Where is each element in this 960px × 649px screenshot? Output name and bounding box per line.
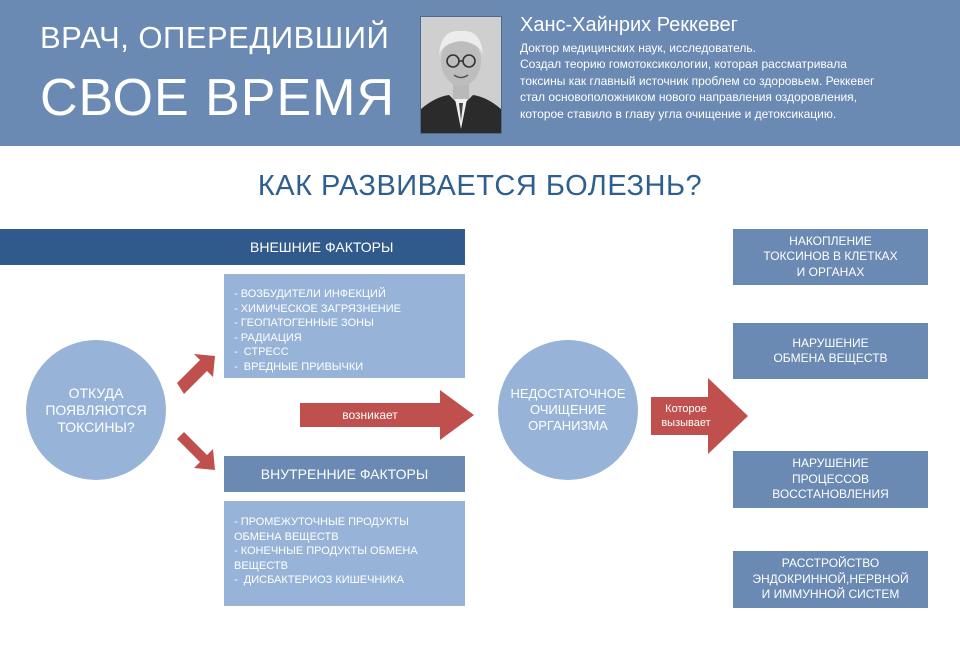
external-factors-box: - ВОЗБУДИТЕЛИ ИНФЕКЦИЙ - ХИМИЧЕСКОЕ ЗАГР… — [224, 274, 465, 378]
result-line: ЭНДОКРИННОЙ,НЕРВНОЙ — [752, 571, 909, 586]
result-box-metabolism: НАРУШЕНИЕ ОБМЕНА ВЕЩЕСТВ — [733, 323, 928, 379]
header-title-line1: ВРАЧ, ОПЕРЕДИВШИЙ — [40, 20, 390, 55]
internal-factor-item: - ДИСБАКТЕРИОЗ КИШЕЧНИКА — [234, 574, 405, 586]
external-factors-title: ВНЕШНИЕ ФАКТОРЫ — [250, 239, 394, 255]
result-line: НАКОПЛЕНИЕ — [789, 233, 872, 248]
result-line: И ОРГАНАХ — [796, 264, 865, 279]
external-factor-item: - ГЕОПАТОГЕННЫЕ ЗОНЫ — [234, 317, 374, 329]
middle-circle-line: ОРГАНИЗМА — [528, 418, 608, 433]
internal-factor-item: ОБМЕНА ВЕЩЕСТВ — [234, 530, 339, 543]
external-factor-item: - ВОЗБУДИТЕЛИ ИНФЕКЦИЙ — [234, 288, 386, 300]
source-circle: ОТКУДА ПОЯВЛЯЮТСЯ ТОКСИНЫ? — [26, 340, 166, 480]
arrow-up-right — [177, 354, 215, 394]
bio-line: которое ставило в главу угла очищение и … — [520, 106, 837, 121]
internal-factor-item: - КОНЕЧНЫЕ ПРОДУКТЫ ОБМЕНА — [234, 545, 418, 557]
arrow-causes-line: Которое — [665, 403, 707, 415]
portrait-illustration — [421, 17, 501, 133]
person-bio: Доктор медицинских наук, исследователь. … — [520, 40, 950, 122]
header-banner: ВРАЧ, ОПЕРЕДИВШИЙ СВОЕ ВРЕМЯ Ханс-Хайнри… — [0, 0, 960, 146]
bio-line: токсины как главный источник проблем со … — [520, 73, 875, 88]
source-circle-line: ТОКСИНЫ? — [57, 418, 135, 435]
person-name: Ханс-Хайнрих Реккевег — [520, 14, 738, 36]
arrow-causes-label: Которое вызывает — [651, 402, 721, 430]
external-factor-item: - РАДИАЦИЯ — [234, 331, 302, 344]
main-title: КАК РАЗВИВАЕТСЯ БОЛЕЗНЬ? — [257, 170, 703, 202]
arrow-down-right — [177, 432, 215, 470]
middle-circle-line: ОЧИЩЕНИЕ — [529, 402, 607, 417]
internal-factor-item: - ПРОМЕЖУТОЧНЫЕ ПРОДУКТЫ — [234, 516, 409, 528]
bio-line: Создал теорию гомотоксикологии, которая … — [520, 57, 847, 72]
internal-factors-bar: ВНУТРЕННИЕ ФАКТОРЫ — [224, 456, 465, 492]
source-circle-line: ПОЯВЛЯЮТСЯ — [45, 401, 147, 418]
result-line: НАРУШЕНИЕ — [792, 456, 869, 471]
external-factor-item: - ВРЕДНЫЕ ПРИВЫЧКИ — [234, 360, 364, 373]
external-factor-item: - СТРЕСС — [234, 346, 289, 358]
arrow-causes-line: вызывает — [661, 417, 711, 429]
result-line: ОБМЕНА ВЕЩЕСТВ — [773, 351, 888, 365]
arrow-arises — [300, 390, 474, 440]
arrow-arises-label: возникает — [342, 408, 398, 422]
internal-factors-box: - ПРОМЕЖУТОЧНЫЕ ПРОДУКТЫ ОБМЕНА ВЕЩЕСТВ … — [224, 501, 465, 606]
external-factors-bar: ВНЕШНИЕ ФАКТОРЫ — [0, 229, 465, 265]
arrow-causes — [651, 378, 748, 454]
result-line: НАРУШЕНИЕ — [792, 335, 869, 350]
result-box-recovery: НАРУШЕНИЕ ПРОЦЕССОВ ВОССТАНОВЛЕНИЯ — [733, 451, 928, 508]
result-line: РАССТРОЙСТВО — [781, 556, 880, 571]
result-box-systems: РАССТРОЙСТВО ЭНДОКРИННОЙ,НЕРВНОЙ И ИММУН… — [733, 551, 928, 608]
result-line: ВОССТАНОВЛЕНИЯ — [772, 487, 889, 502]
bio-line: Доктор медицинских наук, исследователь. — [520, 41, 756, 55]
result-line: ПРОЦЕССОВ — [792, 471, 869, 486]
portrait-photo — [420, 16, 502, 134]
result-line: ТОКСИНОВ В КЛЕТКАХ — [763, 249, 898, 264]
bio-line: стал основоположником нового направления… — [520, 90, 858, 105]
middle-circle-line: НЕДОСТАТОЧНОЕ — [510, 386, 626, 401]
external-factor-item: - ХИМИЧЕСКОЕ ЗАГРЯЗНЕНИЕ — [234, 302, 401, 315]
result-line: И ИММУННОЙ СИСТЕМ — [761, 587, 900, 602]
middle-circle: НЕДОСТАТОЧНОЕ ОЧИЩЕНИЕ ОРГАНИЗМА — [498, 340, 638, 480]
internal-factor-item: ВЕЩЕСТВ — [234, 559, 288, 572]
header-title-line2: СВОЕ ВРЕМЯ — [40, 69, 396, 127]
source-circle-line: ОТКУДА — [68, 384, 124, 401]
internal-factors-title: ВНУТРЕННИЕ ФАКТОРЫ — [260, 466, 429, 482]
result-box-accumulation: НАКОПЛЕНИЕ ТОКСИНОВ В КЛЕТКАХ И ОРГАНАХ — [733, 229, 928, 285]
